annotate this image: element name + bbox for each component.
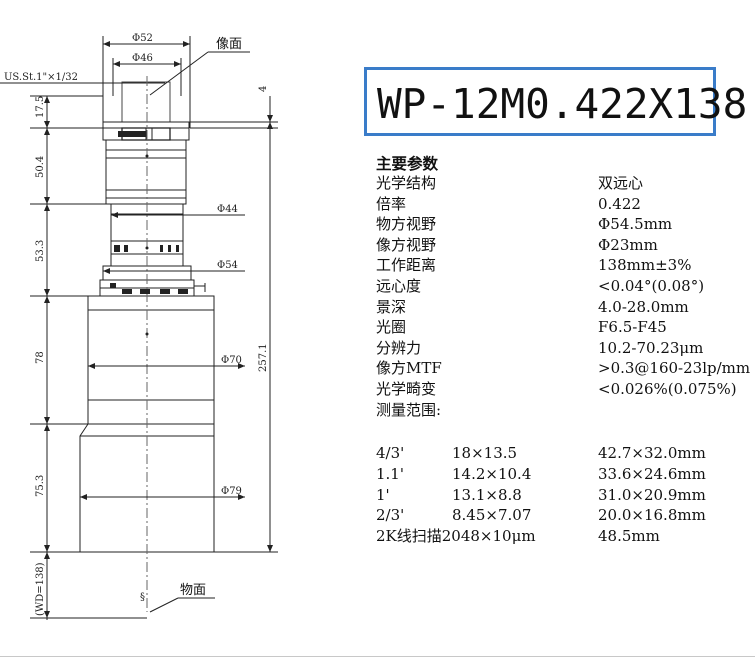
right-gap-label: 4 — [258, 86, 269, 92]
sensor-row: 1.1' 14.2×10.4 33.6×24.6mm — [376, 464, 755, 485]
length-53-3-label: 53.3 — [35, 240, 46, 262]
diameter-52-label: Φ52 — [132, 33, 153, 44]
spec-value: >0.3@160-23lp/mm — [598, 359, 751, 378]
spec-row: 倍率 0.422 — [376, 194, 755, 215]
sensor-name: 2K线扫描2048×10μm — [376, 527, 536, 546]
mount-thread-label: US.St.1"×1/32 — [4, 72, 78, 83]
spec-value: 双远心 — [598, 174, 644, 192]
spec-row: 物方视野 Φ54.5mm — [376, 214, 755, 235]
spec-key: 倍率 — [376, 194, 407, 213]
diameter-54-label: Φ54 — [217, 260, 238, 271]
spec-key: 物方视野 — [376, 215, 437, 234]
spec-row: 景深 4.0-28.0mm — [376, 297, 755, 318]
spec-key: 光圈 — [376, 318, 407, 337]
length-17-5-label: 17.5 — [35, 96, 46, 118]
spec-key: 光学畸变 — [376, 379, 437, 398]
spec-row: 光学结构 双远心 — [376, 173, 755, 194]
sensor-name: 2/3' — [376, 506, 405, 525]
spec-key: 工作距离 — [376, 256, 437, 275]
spec-table: 主要参数 光学结构 双远心 倍率 0.422 物方视野 Φ54.5mm 像方视野 Φ23… — [376, 155, 755, 420]
diameter-79-label: Φ79 — [221, 486, 242, 497]
spec-row: 远心度 <0.04°(0.08°) — [376, 276, 755, 297]
sensor-row: 2/3' 8.45×7.07 20.0×16.8mm — [376, 505, 755, 526]
sensor-fov: 33.6×24.6mm — [598, 464, 706, 483]
total-length-label: 257.1 — [258, 343, 269, 372]
spec-key: 远心度 — [376, 276, 422, 295]
lens-technical-drawing: 像面 物面 US.St.1"×1/32 Φ52 Φ46 Φ44 Φ54 Φ70 … — [0, 33, 278, 620]
spec-key: 景深 — [376, 297, 407, 316]
spec-row: 工作距离 138mm±3% — [376, 255, 755, 276]
spec-key: 像方MTF — [376, 359, 442, 378]
working-distance-label: (WD=138) — [35, 562, 46, 616]
spec-value: <0.04°(0.08°) — [598, 276, 705, 295]
sensor-size: 18×13.5 — [452, 444, 518, 462]
sensor-fov: 48.5mm — [598, 527, 660, 546]
sensor-fov: 42.7×32.0mm — [598, 444, 706, 462]
sensor-name: 4/3' — [376, 444, 405, 462]
page-divider — [0, 656, 755, 657]
spec-value: 138mm±3% — [598, 256, 692, 275]
sensor-row: 2K线扫描2048×10μm 48.5mm — [376, 526, 755, 547]
sensor-name: 1' — [376, 485, 390, 504]
spec-value: 10.2-70.23μm — [598, 338, 704, 357]
diameter-70-label: Φ70 — [221, 355, 242, 366]
model-title-box: WP-12M0.422X138 — [364, 67, 747, 136]
spec-key: 光学结构 — [376, 174, 437, 192]
spec-value: Φ54.5mm — [598, 215, 673, 234]
image-plane-label: 像面 — [216, 37, 242, 52]
spec-heading: 主要参数 — [376, 155, 439, 173]
sensor-table: 4/3' 18×13.5 42.7×32.0mm 1.1' 14.2×10.4 33.6… — [376, 443, 755, 547]
model-title: WP-12M0.422X138 — [377, 80, 748, 128]
length-78-label: 78 — [35, 351, 46, 364]
spec-value: <0.026%(0.075%) — [598, 379, 737, 398]
diameter-44-label: Φ44 — [217, 204, 238, 215]
spec-row: 分辨力 10.2-70.23μm — [376, 338, 755, 359]
spec-key: 测量范围: — [376, 400, 442, 419]
spec-row: 光圈 F6.5-F45 — [376, 317, 755, 338]
sensor-fov: 31.0×20.9mm — [598, 485, 706, 504]
spec-row: 光学畸变 <0.026%(0.075%) — [376, 379, 755, 400]
diameter-46-label: Φ46 — [132, 53, 153, 64]
sensor-row: 1' 13.1×8.8 31.0×20.9mm — [376, 485, 755, 506]
spec-value: Φ23mm — [598, 235, 658, 254]
sensor-size: 13.1×8.8 — [452, 485, 522, 504]
length-75-3-label: 75.3 — [35, 475, 46, 497]
sensor-name: 1.1' — [376, 464, 404, 483]
spec-key: 分辨力 — [376, 338, 422, 357]
sensor-fov: 20.0×16.8mm — [598, 506, 706, 525]
spec-value: 0.422 — [598, 194, 641, 213]
length-50-4-label: 50.4 — [35, 156, 46, 178]
object-plane-label: 物面 — [180, 583, 206, 598]
sensor-size: 8.45×7.07 — [452, 506, 532, 525]
spec-row: 像方视野 Φ23mm — [376, 235, 755, 256]
sensor-size: 14.2×10.4 — [452, 464, 532, 483]
spec-row: 像方MTF >0.3@160-23lp/mm — [376, 358, 755, 379]
symbol-mark: § — [140, 592, 145, 603]
sensor-row: 4/3' 18×13.5 42.7×32.0mm — [376, 443, 755, 464]
spec-value: 4.0-28.0mm — [598, 297, 689, 316]
spec-key: 像方视野 — [376, 235, 437, 254]
spec-value: F6.5-F45 — [598, 318, 667, 337]
spec-row: 测量范围: — [376, 400, 755, 421]
